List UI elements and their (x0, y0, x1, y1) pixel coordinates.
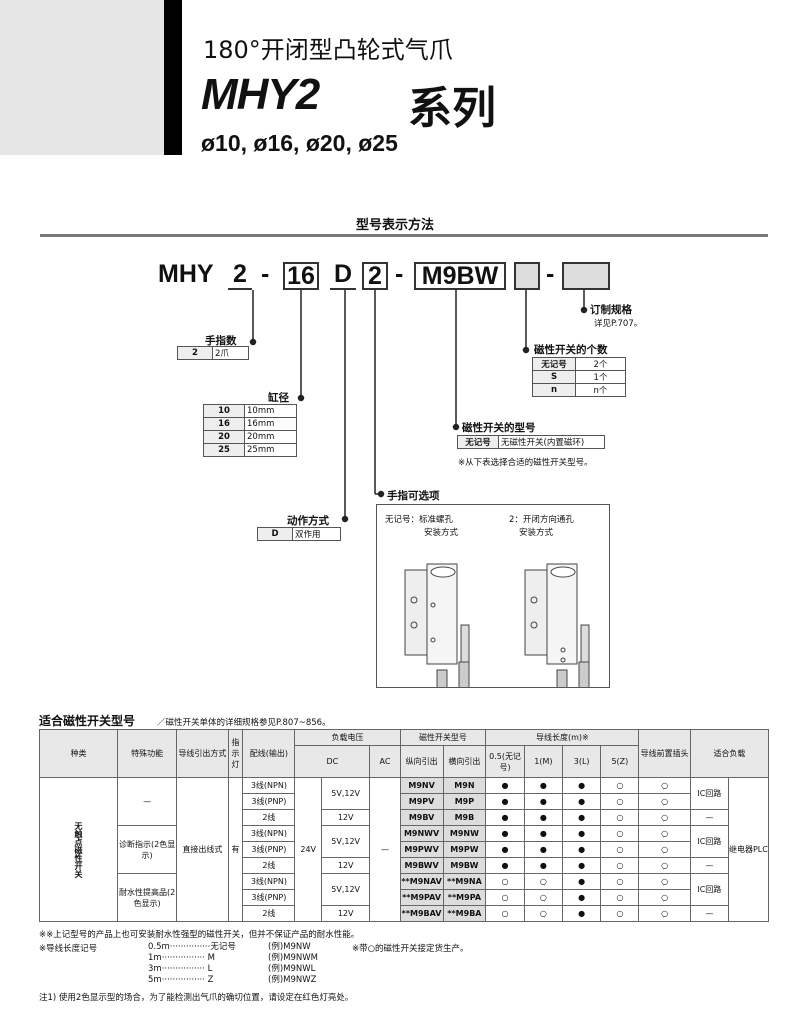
code-switch-count-box (514, 262, 540, 290)
switch-table: 种类 特殊功能 导线引出方式 指示灯 配线(输出) 负载电压 磁性开关型号 导线… (39, 729, 770, 922)
note-2color: 注1) 使用2色显示型的场合，为了能检测出气爪的确切位置，请设定在红色灯亮处。 (39, 993, 354, 1003)
switch-count-label: 磁性开关的个数 (534, 344, 608, 356)
finger-option-label: 手指可选项 (387, 490, 440, 502)
code-dash: - (261, 260, 270, 288)
option-through: 2：开闭方向通孔 (509, 515, 574, 525)
code-dash2: - (395, 260, 404, 288)
code-finger-option: 2 (362, 262, 388, 290)
option-through-sub: 安装方式 (519, 528, 554, 538)
finger-count-label: 手指数 (205, 335, 237, 347)
code-bore: 16 (283, 262, 319, 290)
option-standard: 无记号：标准螺孔 (385, 515, 454, 525)
header-black-bar (164, 0, 182, 155)
header-gray-bar (0, 0, 180, 155)
bore-sizes: ø10, ø16, ø20, ø25 (201, 130, 398, 156)
series-word: 系列 (408, 83, 496, 134)
code-finger-count: 2 (228, 262, 252, 290)
table-title: 适合磁性开关型号 (39, 714, 136, 728)
code-custom-box (562, 262, 610, 290)
code-dash3: - (546, 260, 555, 288)
section-title: 型号表示方法 (356, 218, 435, 233)
note-order: ※带○的磁性开关接定货生产。 (352, 944, 469, 954)
note-length: ※导线长度记号 (39, 944, 98, 954)
custom-ref: 详见P.707。 (594, 319, 643, 329)
action-label: 动作方式 (287, 515, 329, 527)
custom-label: 订制规格 (590, 304, 632, 316)
title-line1: 180°开闭型凸轮式气爪 (203, 36, 453, 64)
length-examples: (例)M9NW(例)M9NWM(例)M9NWL(例)M9NWZ (268, 942, 318, 985)
finger-option-box: 无记号：标准螺孔 安装方式 2：开闭方向通孔 安装方式 (376, 504, 610, 688)
option-standard-sub: 安装方式 (424, 528, 459, 538)
code-action: D (330, 262, 356, 290)
code-prefix: MHY (158, 260, 214, 288)
section-divider (40, 234, 768, 237)
table-subtitle: ／磁性开关单体的详细规格参见P.807~856。 (157, 718, 331, 728)
switch-type-note: ※从下表选择合适的磁性开关型号。 (458, 458, 593, 468)
series-code: MHY2 (201, 70, 320, 119)
gripper-drawings (404, 563, 590, 687)
bore-label: 缸径 (268, 392, 289, 404)
note-waterproof: ※※上记型号的产品上也可安装耐水性强型的磁性开关，但并不保证产品的耐水性能。 (39, 930, 360, 940)
code-switch: M9BW (414, 262, 506, 290)
switch-type-table: 无记号无磁性开关(内置磁环) (457, 435, 605, 449)
switch-type-label: 磁性开关的型号 (462, 422, 536, 434)
